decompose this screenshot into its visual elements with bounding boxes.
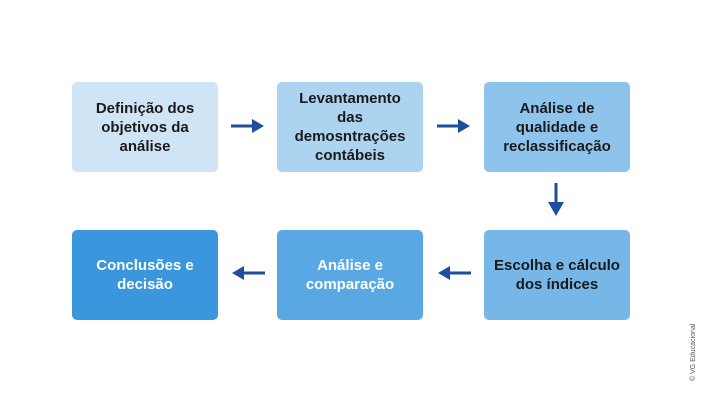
step-box-4: Escolha e cálculo dos índices	[484, 230, 630, 320]
arrow-down-icon	[548, 183, 564, 216]
step-2-line-3: demosntrações	[294, 128, 406, 145]
step-box-1: Definição dos objetivos da análise	[72, 82, 218, 172]
step-2-line-1: Levantamento	[299, 90, 401, 107]
step-1-line-2: objetivos da	[101, 118, 189, 136]
step-4-line-2: dos índices	[515, 276, 599, 293]
step-3-line-1: Análise de	[519, 99, 595, 117]
step-4-line-1: Escolha e cálculo	[494, 257, 620, 274]
step-5-line-1: Análise e	[317, 257, 383, 274]
step-box-5: Análise e comparação	[277, 230, 423, 320]
step-2-line-4: contábeis	[314, 147, 386, 164]
arrow-right-icon	[437, 119, 470, 133]
arrow-left-icon	[438, 266, 471, 280]
arrow-left-icon	[232, 266, 265, 280]
step-5-line-2: comparação	[305, 276, 395, 293]
step-3-line-2: qualidade e	[515, 118, 599, 136]
step-box-6: Conclusões e decisão	[72, 230, 218, 320]
copyright-credit: © VG Educacional	[690, 323, 697, 381]
step-1-line-3: análise	[119, 137, 171, 155]
step-3-line-3: reclassificação	[503, 137, 611, 155]
arrow-right-icon	[231, 119, 264, 133]
step-box-3: Análise de qualidade e reclassificação	[484, 82, 630, 172]
step-2-line-2: das	[337, 109, 363, 126]
step-1-line-1: Definição dos	[95, 99, 195, 117]
step-6-line-1: Conclusões e	[96, 257, 194, 274]
step-box-2: Levantamento das demosntrações contábeis	[277, 82, 423, 172]
step-6-line-2: decisão	[117, 276, 173, 293]
